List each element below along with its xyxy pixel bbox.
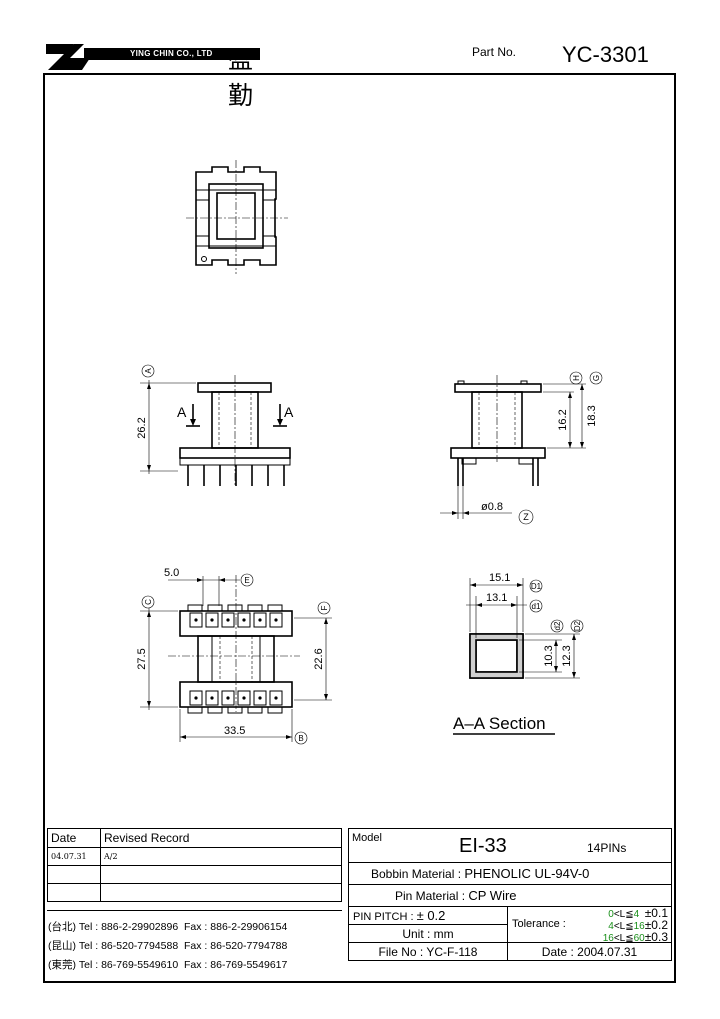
bottom-view: 5.0 E 27.5 C 22.6 F 33.5 B <box>136 567 332 745</box>
mark-d2-lower: d2 <box>553 621 562 630</box>
company-logo: YING CHIN CO., LTD 盈勤 <box>44 40 274 110</box>
dim-18-3: 18.3 <box>586 405 598 426</box>
bobbin-label: Bobbin Material : <box>371 867 462 881</box>
mark-b: B <box>298 734 303 743</box>
dim-13-1: 13.1 <box>486 592 507 604</box>
pin-material: CP Wire <box>468 888 517 903</box>
table-row <box>47 865 342 884</box>
mark-z: Z <box>523 512 529 522</box>
bobbin-material: PHENOLIC UL-94V-0 <box>464 866 590 881</box>
spec-table: Model EI-33 14PINs Bobbin Material : PHE… <box>348 828 672 961</box>
contact-kunshan: (昆山) Tel : 86-520-7794588 Fax : 86-520-7… <box>48 940 288 952</box>
dim-5-0: 5.0 <box>164 567 179 579</box>
tolerance-table: 0<L≦4 ±0.1 4<L≦16±0.2 16<L≦60±0.3 <box>602 906 668 944</box>
dim-12-3: 12.3 <box>561 645 573 666</box>
mark-e: E <box>244 576 249 585</box>
pin-material-label: Pin Material : <box>395 889 466 903</box>
divider <box>47 910 342 911</box>
mark-g: G <box>592 375 601 381</box>
mark-d2-upper: D2 <box>573 620 582 631</box>
dim-22-6: 22.6 <box>313 648 325 669</box>
dim-33-5: 33.5 <box>224 725 245 737</box>
company-name-cn: 盈勤 <box>228 45 254 110</box>
contact-taipei: (台北) Tel : 886-2-29902896 Fax : 886-2-29… <box>48 921 288 933</box>
dim-16-2: 16.2 <box>557 409 569 430</box>
col-date: Date <box>47 828 101 848</box>
model-label: Model <box>352 832 382 844</box>
top-view <box>186 160 288 274</box>
mark-d1-upper: D1 <box>531 582 542 591</box>
table-row: 04.07.31 A/2 <box>47 847 342 866</box>
mark-f: F <box>320 605 329 610</box>
model-value: EI-33 <box>459 835 507 857</box>
drawing-frame <box>43 73 676 983</box>
dim-15-1: 15.1 <box>489 572 510 584</box>
mark-h: H <box>572 375 581 381</box>
drawing-date: 2004.07.31 <box>577 944 638 959</box>
pin-count: 14PINs <box>587 841 627 855</box>
unit-value: mm <box>433 926 454 941</box>
pitch-label: PIN PITCH : <box>353 911 414 923</box>
part-no: YC-3301 <box>562 42 649 67</box>
dim-26-2: 26.2 <box>136 417 148 438</box>
section-arrow-right: A <box>284 404 294 420</box>
revision-table: Date Revised Record 04.07.31 A/2 <box>47 828 342 902</box>
dim-10-3: 10.3 <box>543 645 555 666</box>
part-no-label: Part No. <box>472 45 517 59</box>
section-arrow-left: A <box>177 404 187 420</box>
file-label: File No : <box>378 944 424 959</box>
date-label: Date : <box>541 944 574 959</box>
col-record: Revised Record <box>100 828 342 848</box>
mark-c: C <box>144 599 153 605</box>
table-row <box>47 883 342 902</box>
section-title: A–A Section <box>453 714 546 733</box>
tolerance-label: Tolerance : <box>512 918 566 930</box>
company-name: YING CHIN CO., LTD <box>84 48 260 60</box>
mark-d1-lower: d1 <box>532 602 541 611</box>
ying-chin-logo-icon <box>46 44 90 70</box>
file-no: YC-F-118 <box>426 944 478 959</box>
mark-a: A <box>144 368 153 374</box>
unit-label: Unit : <box>402 926 431 941</box>
section-a-a: 15.1 D1 13.1 d1 10.3 12.3 d2 D2 A–A Sect… <box>453 572 584 735</box>
side-view: 16.2 18.3 H G ø0.8 Z <box>440 371 603 525</box>
dim-pin-dia: ø0.8 <box>481 501 503 513</box>
contact-dongguan: (東莞) Tel : 86-769-5549610 Fax : 86-769-5… <box>48 959 288 971</box>
dim-27-5: 27.5 <box>136 648 148 669</box>
front-view: 26.2 A A A <box>136 364 294 486</box>
pin-pitch: ± 0.2 <box>416 908 446 923</box>
